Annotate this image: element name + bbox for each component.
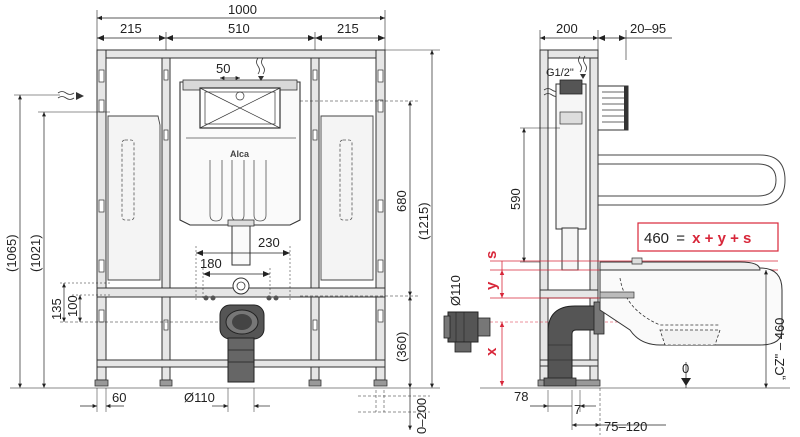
dim-label-135: 135 (49, 298, 64, 320)
frame-leg-left (96, 49, 107, 381)
frame-upright-left (161, 57, 171, 381)
formula-expr: x + y + s (692, 230, 751, 247)
dim-label-0-200: 0–200 (414, 398, 429, 434)
dim-label-200: 200 (556, 21, 578, 36)
label-s: s (483, 251, 500, 259)
dim-label-50: 50 (216, 61, 230, 76)
dim-label-1215: (1215) (416, 202, 431, 240)
dim-label-zero: 0 (682, 361, 689, 376)
flush-housing (597, 85, 629, 131)
dim-label-180: 180 (200, 256, 222, 271)
drain-bend (219, 304, 265, 383)
frame-upright-right (310, 57, 320, 381)
dim-label-100: 100 (65, 295, 80, 317)
dim-label-60: 60 (112, 390, 126, 405)
label-x: x (483, 347, 500, 356)
side-drain-bend (543, 301, 605, 387)
formula-box (637, 222, 779, 252)
cz-label: „CZ" – 460 (772, 318, 787, 380)
dim-label-75-120: 75–120 (604, 419, 647, 434)
label-y: y (483, 281, 500, 290)
frame-leg-right (375, 49, 386, 381)
dim-label-1000: 1000 (228, 2, 257, 17)
side-frame (539, 49, 599, 59)
dim-label-215-left: 215 (120, 21, 142, 36)
frame-top-bar (96, 49, 386, 59)
side-panel-right (320, 115, 374, 281)
front-view: 1000 215 510 215 (4, 2, 440, 434)
side-view: 200 20–95 G1/2" 590 (443, 21, 790, 435)
dim-label-590: 590 (508, 188, 523, 210)
pipe-piece (443, 311, 491, 353)
dim-label-510: 510 (228, 21, 250, 36)
side-cistern (555, 83, 587, 230)
dim-label-360: (360) (394, 332, 409, 362)
dim-label-78: 78 (514, 389, 528, 404)
svg-text:460 = x + y + s: 460 = x + y + s (644, 230, 751, 247)
dim-label-pipe-front: Ø110 (184, 390, 215, 405)
dim-label-215-right: 215 (337, 21, 359, 36)
dim-label-680: 680 (394, 190, 409, 212)
dim-label-7: 7 (574, 402, 581, 417)
thread-label: G1/2" (546, 67, 574, 79)
dim-label-pipe-side: Ø110 (448, 275, 463, 306)
dim-label-1021: (1021) (28, 234, 43, 272)
dim-label-1065: (1065) (4, 234, 19, 272)
dim-label-230: 230 (258, 235, 280, 250)
formula-eq: = (676, 230, 685, 247)
formula-value: 460 (644, 230, 669, 247)
toilet-bowl (599, 257, 783, 346)
brand-label: Alca (230, 149, 250, 159)
dim-label-20-95: 20–95 (630, 21, 666, 36)
